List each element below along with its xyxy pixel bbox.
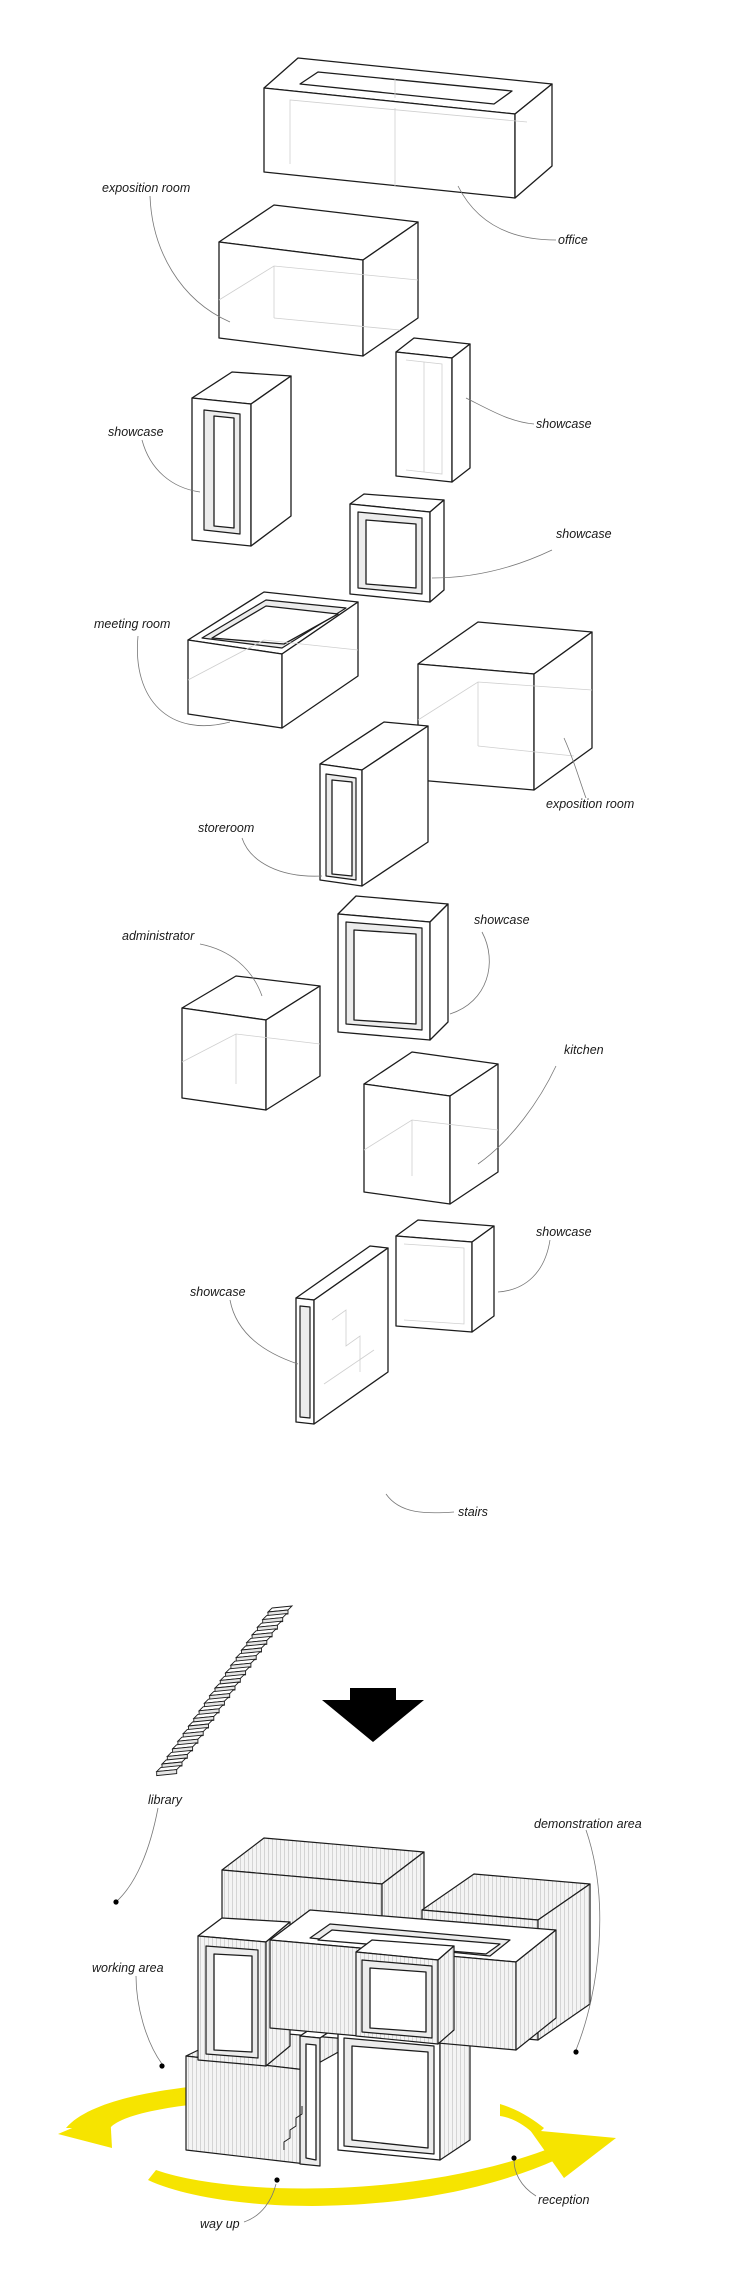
label-exposition-room-mid: exposition room [546,797,634,811]
label-administrator: administrator [122,929,195,943]
meeting-room-box [187,591,359,729]
exposition-room-top-box [218,204,419,357]
label-showcase-admin: showcase [474,913,530,927]
stair-riser [235,1655,257,1663]
stair-riser [156,1769,178,1777]
label-reception: reception [538,2193,589,2207]
showcase-right-box [395,337,471,483]
stairs-flight [155,1605,294,1777]
label-stairs: stairs [458,1505,488,1519]
label-kitchen: kitchen [564,1043,604,1057]
label-working-area: working area [92,1961,164,1975]
assembled-building [185,1837,591,2167]
label-showcase-right: showcase [536,417,592,431]
storeroom-box [319,721,429,887]
label-library: library [148,1793,183,1807]
label-exposition-room-top: exposition room [102,181,190,195]
showcase-admin-box [337,895,449,1041]
circular-arrow-icon [66,2086,198,2128]
showcase-mid-box [349,493,445,603]
label-showcase-lower-left: showcase [190,1285,246,1299]
showcase-left-box [191,371,292,547]
office-box [263,57,553,199]
label-demonstration-area: demonstration area [534,1817,642,1831]
label-meeting-room: meeting room [94,617,170,631]
label-storeroom: storeroom [198,821,254,835]
showcase-lower-left-box [295,1245,389,1425]
label-office: office [558,233,588,247]
label-way-up: way up [200,2217,240,2231]
showcase-lower-right-box [395,1219,495,1333]
down-arrow-icon [322,1688,424,1742]
kitchen-box [363,1051,499,1205]
exposition-room-mid-box [417,621,593,791]
label-showcase-mid: showcase [556,527,612,541]
label-showcase-left: showcase [108,425,164,439]
label-showcase-lower-right: showcase [536,1225,592,1239]
administrator-box [181,975,321,1111]
